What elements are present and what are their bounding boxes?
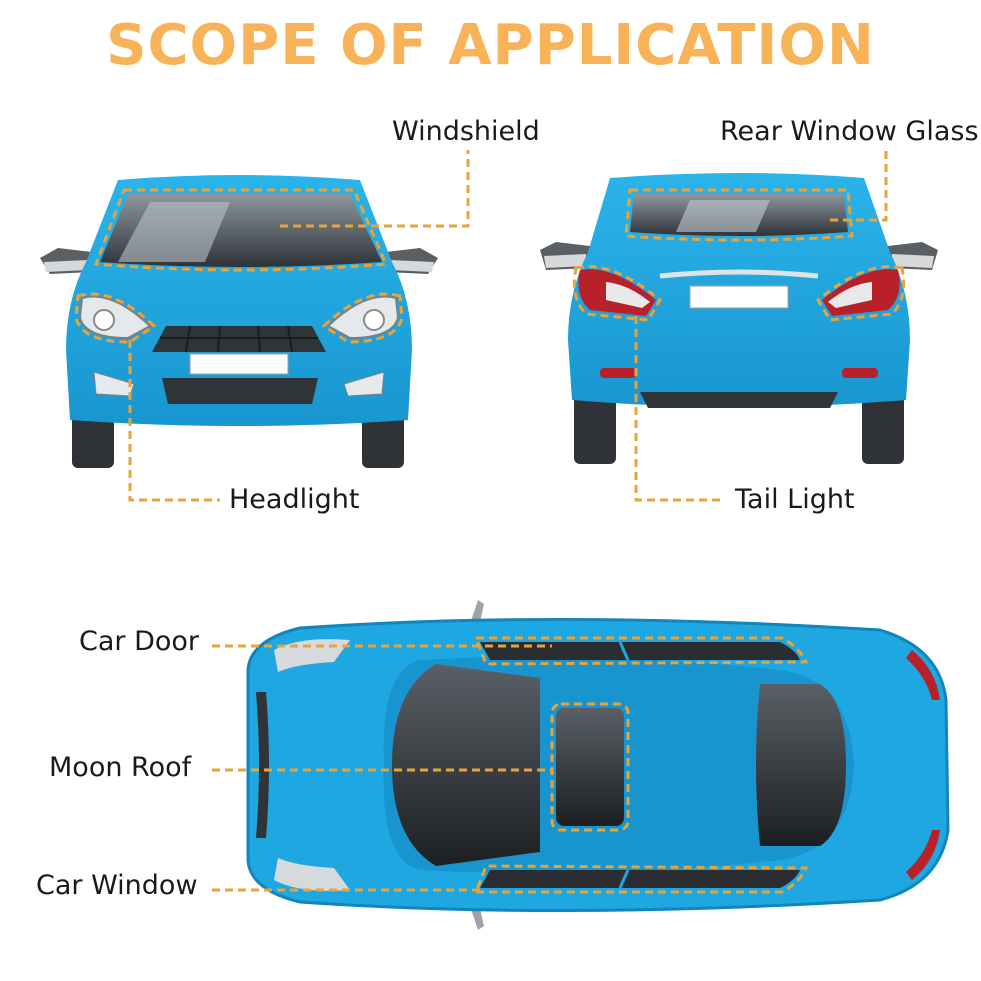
front-view-car: [40, 150, 470, 502]
top-view-car: [212, 600, 950, 930]
label-car-door: Car Door: [79, 626, 200, 657]
label-windshield: Windshield: [392, 116, 540, 147]
label-tail-light: Tail Light: [735, 484, 855, 515]
label-rear-window-glass: Rear Window Glass: [720, 116, 979, 147]
page-title: SCOPE OF APPLICATION: [106, 13, 875, 78]
label-headlight: Headlight: [229, 484, 360, 515]
rear-view-car: [540, 150, 938, 502]
label-moon-roof: Moon Roof: [49, 752, 192, 783]
label-car-window: Car Window: [36, 870, 198, 901]
